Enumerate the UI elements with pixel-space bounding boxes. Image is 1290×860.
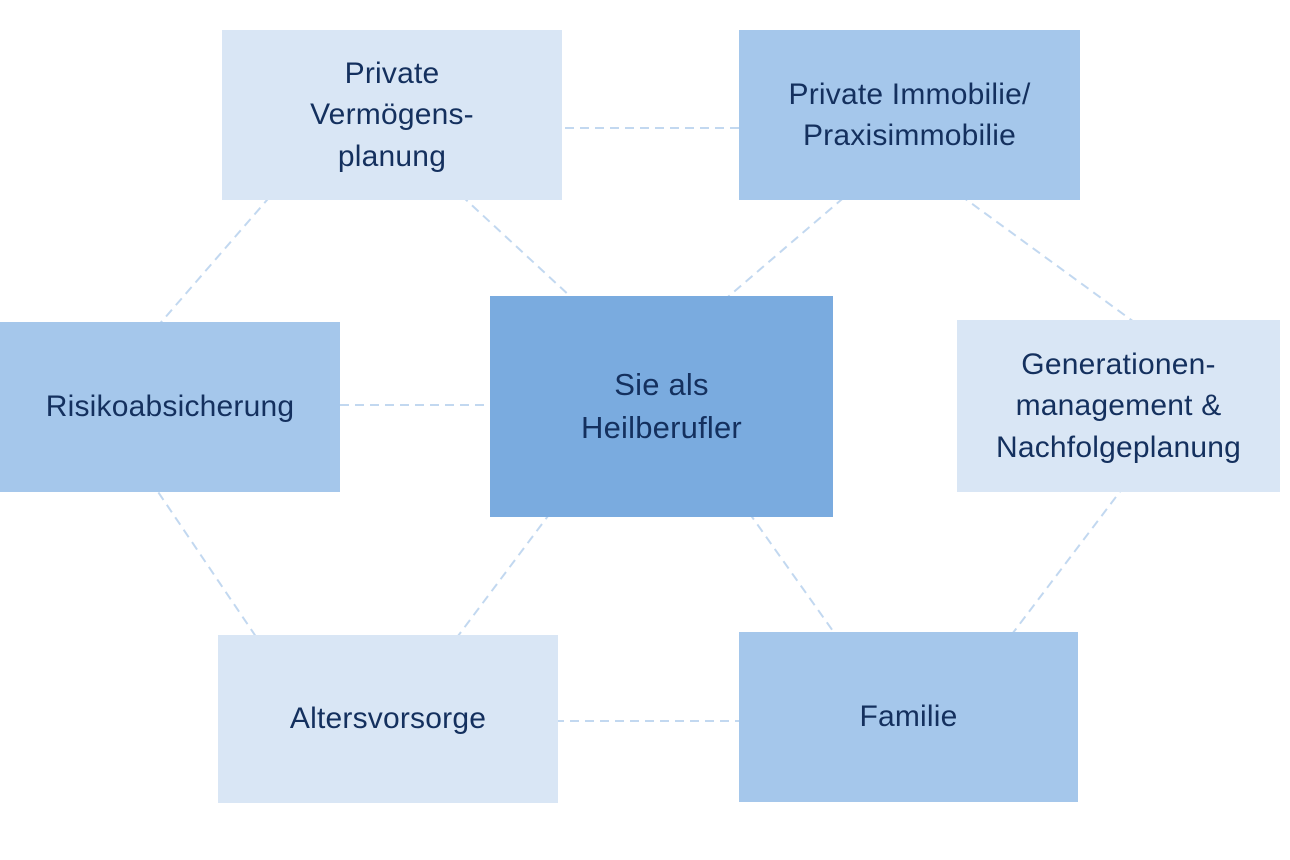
connector-center-topright-spoke: [714, 187, 856, 309]
node-generationenmanagement-nachfolgeplanung: Generationen- management & Nachfolgeplan…: [957, 320, 1280, 492]
node-sie-als-heilberufler-label: Sie als Heilberufler: [581, 366, 742, 445]
node-private-immobilie-praxisimmobilie: Private Immobilie/ Praxisimmobilie: [739, 30, 1080, 200]
node-private-immobilie-praxisimmobilie-label: Private Immobilie/ Praxisimmobilie: [788, 77, 1031, 152]
connector-bottomleft-ring: [149, 479, 266, 651]
node-private-vermoegensplanung-label: Private Vermögens- planung: [310, 56, 474, 173]
node-generationenmanagement-nachfolgeplanung-label: Generationen- management & Nachfolgeplan…: [995, 347, 1242, 464]
node-risikoabsicherung-label: Risikoabsicherung: [45, 390, 295, 424]
node-familie: Familie: [739, 632, 1078, 802]
connector-center-bottomright-spoke: [739, 499, 851, 656]
node-sie-als-heilberufler: Sie als Heilberufler: [490, 296, 833, 517]
connector-bottomright-ring: [999, 484, 1126, 651]
node-altersvorsorge: Altersvorsorge: [218, 635, 558, 803]
node-risikoabsicherung: Risikoabsicherung: [0, 322, 340, 492]
connector-center-topleft-spoke: [449, 184, 586, 311]
node-private-vermoegensplanung: Private Vermögens- planung: [222, 30, 562, 200]
node-altersvorsorge-label: Altersvorsorge: [289, 702, 487, 736]
node-familie-label: Familie: [859, 700, 958, 734]
connector-topleft-ring: [149, 184, 281, 336]
connector-topright-ring: [959, 194, 1146, 331]
connector-center-bottomleft-spoke: [439, 499, 561, 661]
